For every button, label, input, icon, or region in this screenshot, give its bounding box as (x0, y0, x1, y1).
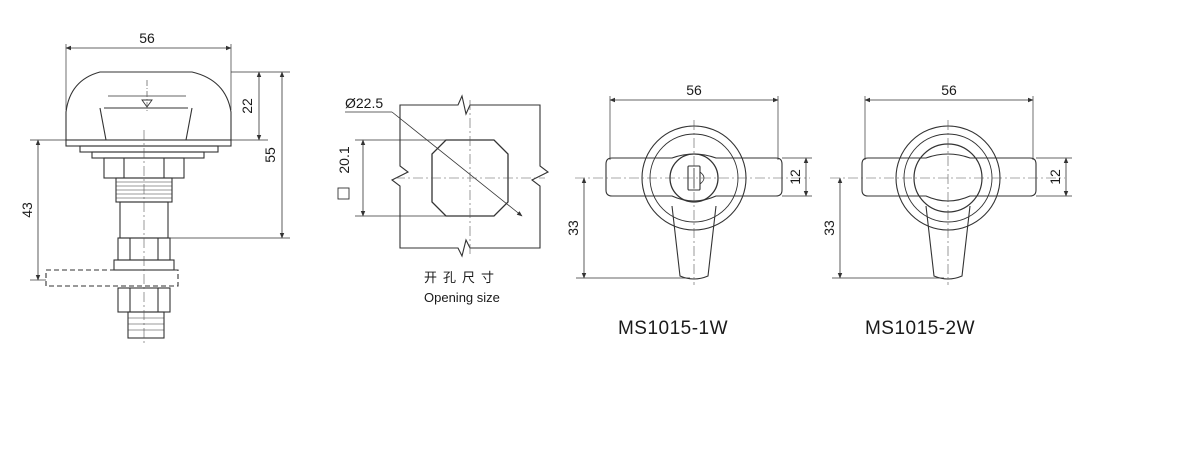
dim-head-height: 22 (239, 98, 255, 114)
flange (65, 139, 232, 147)
opening-label-cn: 开孔尺寸 (424, 271, 500, 286)
model-label-1w: MS1015-1W (618, 318, 728, 339)
opening-hole (431, 139, 509, 217)
opening-view (337, 94, 550, 258)
front-view-1w (575, 96, 812, 285)
dim-1w-width: 56 (686, 82, 702, 98)
handle-wings-1w (605, 153, 783, 202)
dim-2w-height: 33 (821, 220, 837, 236)
handle-wings-2w (861, 153, 1037, 202)
dim-1w-wing: 12 (787, 169, 803, 185)
dim-2w-wing: 12 (1047, 169, 1063, 185)
model-label-2w: MS1015-2W (865, 318, 975, 339)
dim-2w-width: 56 (941, 82, 957, 98)
panel-outline (390, 94, 550, 258)
dim-hole-flat: 20.1 (336, 146, 352, 173)
dim-1w-height: 33 (565, 220, 581, 236)
dim-side-width: 56 (139, 30, 155, 46)
opening-label-en: Opening size (424, 290, 500, 305)
dim-hole-diameter: Ø22.5 (345, 95, 383, 111)
side-view (30, 44, 290, 345)
front-view-2w (830, 96, 1072, 285)
handle-head (65, 71, 232, 141)
dim-total-height: 55 (262, 147, 278, 163)
cam-plate (45, 269, 179, 287)
square-symbol-icon (337, 187, 350, 200)
dim-body-height: 43 (19, 202, 35, 218)
